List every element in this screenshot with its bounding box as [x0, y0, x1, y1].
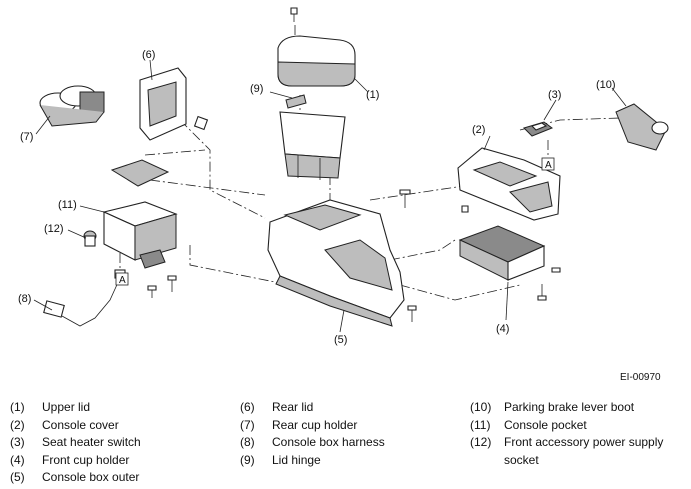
legend-item: (12) Front accessory power supply socket	[470, 434, 684, 469]
callout-8: (8)	[18, 293, 31, 305]
leader-lines	[33, 59, 627, 333]
legend-item: (3) Seat heater switch	[10, 434, 141, 452]
legend-item: (11) Console pocket	[470, 417, 684, 435]
upper-lid-part	[277, 7, 356, 87]
legend-column-1: (1) Upper lid (2) Console cover (3) Seat he…	[10, 399, 141, 487]
legend-name: Console cover	[42, 417, 119, 432]
front-cup-holder-part	[458, 225, 546, 281]
legend-num: (4)	[10, 452, 25, 467]
callout-4: (4)	[496, 323, 509, 335]
legend-item: (10) Parking brake lever boot	[470, 399, 684, 417]
callout-5: (5)	[334, 334, 347, 346]
legend-num: (11)	[470, 417, 491, 432]
legend-item: (2) Console cover	[10, 417, 141, 435]
callout-11: (11)	[58, 199, 77, 211]
diagram-reference-code: EI-00970	[620, 372, 661, 383]
callout-6: (6)	[142, 49, 155, 61]
legend-item: (6) Rear lid	[240, 399, 385, 417]
callout-3: (3)	[548, 89, 561, 101]
callout-1: (1)	[366, 89, 379, 101]
legend-name: Upper lid	[42, 400, 91, 414]
legend-name: Front accessory power supply socket	[504, 435, 664, 467]
rear-lid-part	[139, 67, 209, 141]
legend-item: (4) Front cup holder	[10, 452, 141, 470]
legend-num: (7)	[240, 417, 255, 432]
front-accessory-socket-part	[83, 230, 97, 247]
exploded-parts-diagram: A A (1) (2) (3) (4) (5) (6) (7) (8) (9) …	[18, 7, 669, 346]
legend-name: Console box outer	[42, 470, 140, 484]
legend-name: Console pocket	[504, 417, 587, 432]
legend-num: (8)	[240, 435, 255, 449]
console-cover-part	[457, 147, 561, 221]
legend-item: (1) Upper lid	[10, 399, 141, 417]
legend-num: (12)	[470, 435, 492, 449]
legend-num: (9)	[240, 452, 255, 467]
seat-heater-switch-part	[523, 121, 554, 137]
legend-name: Seat heater switch	[42, 435, 141, 449]
legend-name: Lid hinge	[272, 452, 321, 467]
legend-name: Parking brake lever boot	[504, 400, 635, 414]
callout-7: (7)	[20, 131, 33, 143]
connector-a-label-left: A	[119, 275, 126, 286]
legend-column-3: (10) Parking brake lever boot (11) Console…	[470, 399, 684, 469]
callout-10: (10)	[596, 79, 616, 91]
callout-12: (12)	[44, 223, 64, 235]
console-box-harness-part	[43, 269, 126, 327]
legend-num: (2)	[10, 417, 25, 432]
legend-column-2: (6) Rear lid (7) Rear cup holder (8) Consol…	[240, 399, 385, 469]
callout-9: (9)	[250, 83, 263, 95]
rear-cup-holder-part	[39, 85, 105, 127]
console-mat-part	[110, 159, 170, 187]
legend-item: (7) Rear cup holder	[240, 417, 385, 435]
screws	[147, 189, 561, 322]
legend-num: (3)	[10, 435, 25, 449]
legend-name: Console box harness	[272, 435, 385, 449]
legend-num: (5)	[10, 470, 25, 484]
connector-a-label-right: A	[545, 160, 552, 171]
legend-name: Rear cup holder	[272, 417, 358, 432]
legend-item: (8) Console box harness	[240, 434, 385, 452]
legend-num: (10)	[470, 400, 492, 414]
parking-brake-boot-part	[615, 103, 669, 151]
console-box-outer-part	[267, 199, 405, 327]
legend-item: (9) Lid hinge	[240, 452, 385, 470]
callout-labels: (1) (2) (3) (4) (5) (6) (7) (8) (9) (10)…	[18, 49, 616, 346]
lid-hinge-part	[279, 94, 346, 180]
legend-item: (5) Console box outer	[10, 469, 141, 487]
console-pocket-part	[102, 201, 178, 269]
legend-num: (6)	[240, 400, 255, 414]
legend-name: Rear lid	[272, 400, 314, 414]
legend-name: Front cup holder	[42, 452, 130, 467]
connector-a-markers: A A	[115, 157, 555, 286]
assembly-lines	[119, 25, 621, 301]
legend-num: (1)	[10, 400, 25, 414]
callout-2: (2)	[472, 124, 485, 136]
